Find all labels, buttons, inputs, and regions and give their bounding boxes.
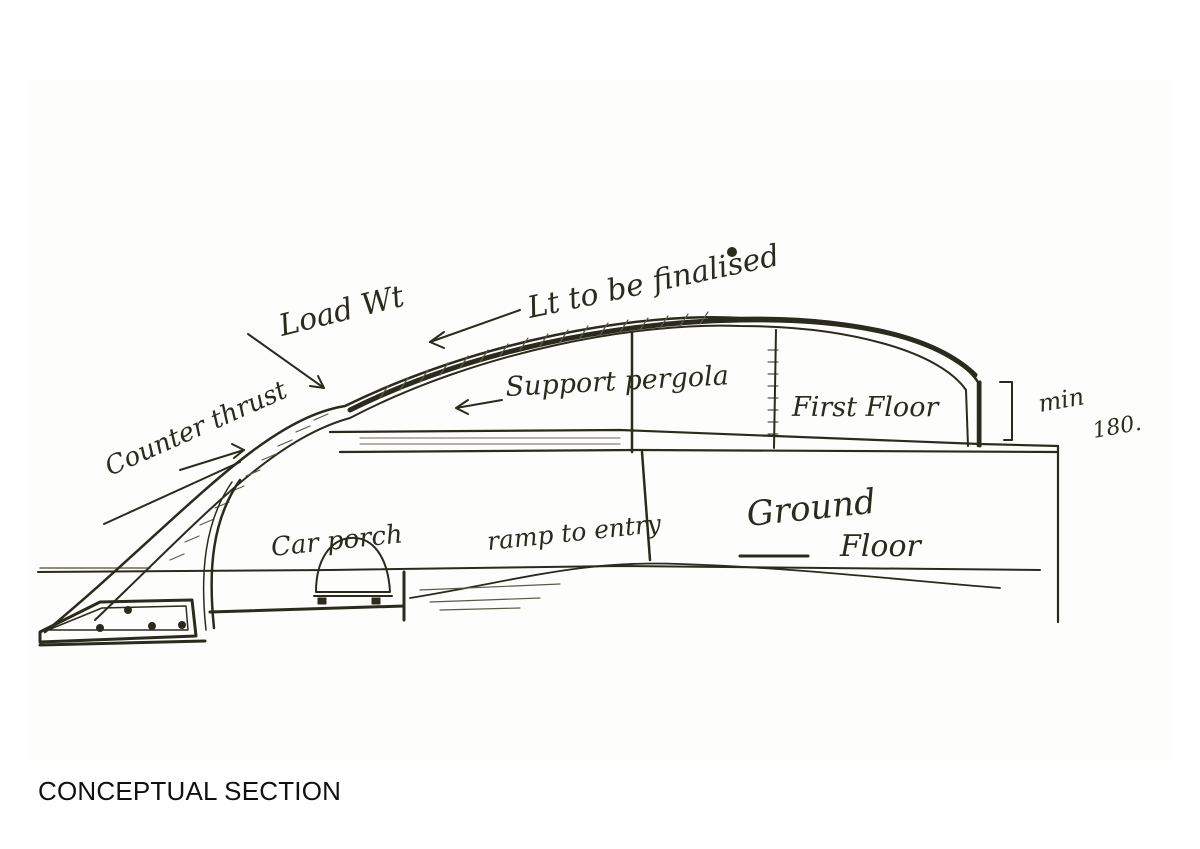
- dimension-bracket: [999, 381, 1013, 441]
- ink-dot: [727, 247, 737, 257]
- first-floor-slab-top: [328, 428, 1060, 448]
- ramp-hatch: [419, 583, 561, 611]
- arrow-support: [455, 399, 503, 415]
- arch-hatching: [169, 311, 709, 561]
- page-title: CONCEPTUAL SECTION: [38, 776, 342, 806]
- arrow-load: [247, 333, 325, 389]
- ramp-line: [409, 562, 1001, 599]
- porch-floor: [208, 604, 406, 614]
- arch-inner: [94, 324, 969, 621]
- pergola-post-hatch: [767, 349, 779, 435]
- slab-hatch: [359, 437, 621, 445]
- ground-line: [37, 565, 1041, 573]
- arrow-finalised: [429, 309, 521, 349]
- footing: [38, 598, 207, 647]
- roof-shell: [347, 317, 978, 413]
- label-first-floor: First Floor: [791, 392, 940, 423]
- porch-column: [210, 478, 242, 630]
- car-outline: [313, 536, 393, 605]
- arrow-counter-thrust: [103, 443, 245, 525]
- label-floor: Floor: [839, 529, 923, 564]
- central-column: [630, 330, 652, 562]
- porch-column-inner: [202, 481, 233, 631]
- first-floor-slab-bottom: [338, 448, 1060, 454]
